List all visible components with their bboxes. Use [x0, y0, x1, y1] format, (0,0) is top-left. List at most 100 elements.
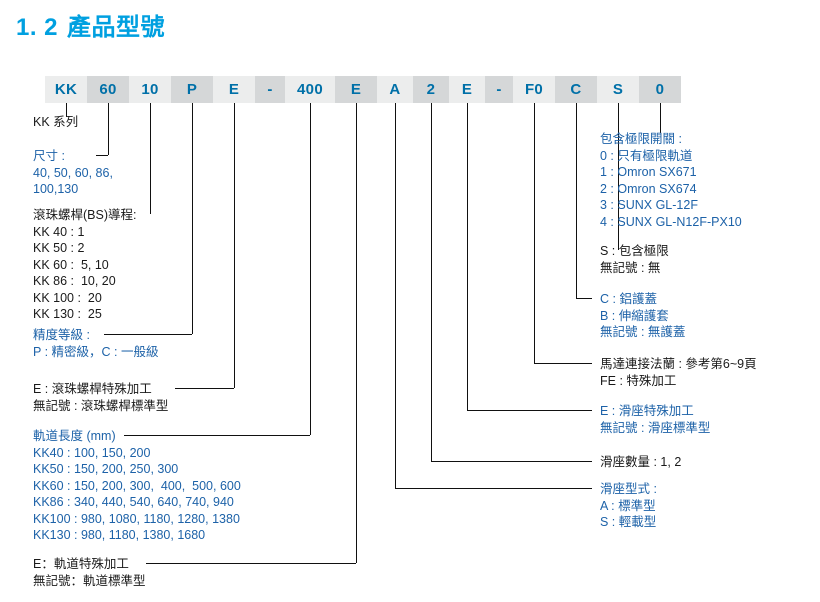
note-line: B : 伸縮護套: [600, 308, 669, 323]
note-limit-included: S : 包含極限無記號 : 無: [600, 243, 669, 276]
note-line: E：軌道特殊加工: [33, 557, 129, 571]
code-cell-15: 0: [639, 76, 681, 103]
note-line: KK100 : 980, 1080, 1180, 1280, 1380: [33, 511, 240, 526]
note-line: 100,130: [33, 182, 79, 196]
note-line: KK86 : 340, 440, 540, 640, 740, 940: [33, 495, 234, 509]
code-cell-4: E: [213, 76, 255, 103]
code-cell-2: 10: [129, 76, 171, 103]
leader-limit-switch: [660, 103, 661, 133]
note-line: KK 130 : 25: [33, 307, 102, 321]
note-slide-type: 滑座型式 : A : 標準型 S : 輕載型: [600, 481, 657, 531]
note-line: KK 40 : 1: [33, 224, 85, 239]
leader-slide-type-h: [395, 488, 592, 489]
note-precision-grade: 精度等級 : P : 精密級，C : 一般級: [33, 327, 158, 360]
leader-limit-included-v: [618, 103, 619, 250]
leader-precision-h: [104, 334, 192, 335]
note-line: 滑座型式 :: [600, 482, 657, 496]
code-cell-11: -: [485, 76, 513, 103]
note-ballscrew-lead: 滾珠螺桿(BS)導程: KK 40 : 1 KK 50 : 2 KK 60 : 5, …: [33, 207, 136, 323]
note-line: 無記號 : 無: [600, 260, 661, 275]
leader-cover-h: [576, 298, 592, 299]
leader-rail-length-h: [124, 435, 310, 436]
note-line: S : 輕載型: [600, 515, 657, 529]
note-line: 尺寸 :: [33, 149, 65, 163]
leader-rail-machining-v: [356, 103, 357, 563]
note-line: E : 滑座特殊加工: [600, 404, 694, 418]
note-line: KK40 : 100, 150, 200: [33, 445, 151, 460]
note-line: KK60 : 150, 200, 300, 400, 500, 600: [33, 478, 241, 493]
leader-slide-qty-v: [431, 103, 432, 461]
note-line: 馬達連接法蘭 : 參考第6~9頁: [600, 357, 757, 371]
note-line: KK 50 : 2: [33, 241, 85, 255]
code-cell-13: C: [555, 76, 597, 103]
code-cell-12: F0: [513, 76, 555, 103]
note-line: 無記號：軌道標準型: [33, 573, 146, 588]
note-line: 40, 50, 60, 86,: [33, 165, 113, 180]
leader-series: [66, 103, 67, 117]
code-cell-9: 2: [413, 76, 449, 103]
note-line: 包含極限開關 :: [600, 132, 682, 146]
note-line: E : 滾珠螺桿特殊加工: [33, 382, 152, 396]
page-title-number: 1. 2: [16, 14, 59, 41]
code-cell-14: S: [597, 76, 639, 103]
note-line: 3 : SUNX GL-12F: [600, 198, 698, 212]
note-line: KK50 : 150, 200, 250, 300: [33, 462, 179, 476]
note-line: 無記號 : 滾珠螺桿標準型: [33, 398, 169, 413]
note-ballscrew-machining: E : 滾珠螺桿特殊加工無記號 : 滾珠螺桿標準型: [33, 381, 168, 414]
leader-rail-machining-h: [146, 563, 356, 564]
code-cell-3: P: [171, 76, 213, 103]
note-line: 軌道長度 (mm): [33, 429, 116, 443]
note-line: KK 100 : 20: [33, 290, 102, 305]
code-cell-0: KK: [45, 76, 87, 103]
note-line: 0 : 只有極限軌道: [600, 148, 693, 163]
note-line: KK 系列: [33, 115, 79, 129]
leader-slide-machining-v: [467, 103, 468, 410]
leader-motor-flange-v: [534, 103, 535, 363]
code-cell-7: E: [335, 76, 377, 103]
note-rail-machining: E：軌道特殊加工無記號：軌道標準型: [33, 556, 146, 589]
note-line: KK130 : 980, 1180, 1380, 1680: [33, 528, 206, 542]
code-cell-1: 60: [87, 76, 129, 103]
note-series: KK 系列: [33, 114, 78, 131]
code-cell-6: 400: [285, 76, 335, 103]
note-line: 無記號 : 無護蓋: [600, 325, 686, 339]
note-motor-flange: 馬達連接法蘭 : 參考第6~9頁 FE : 特殊加工: [600, 356, 757, 389]
note-limit-switch: 包含極限開關 : 0 : 只有極限軌道 1 : Omron SX671 2 : Omr…: [600, 131, 742, 230]
note-size: 尺寸 : 40, 50, 60, 86, 100,130: [33, 148, 113, 198]
leader-precision-v: [192, 103, 193, 334]
note-slide-machining: E : 滑座特殊加工無記號 : 滑座標準型: [600, 403, 710, 436]
page-title-text: 產品型號: [67, 14, 166, 41]
note-line: KK 60 : 5, 10: [33, 257, 109, 272]
note-line: FE : 特殊加工: [600, 373, 677, 388]
note-line: C : 鋁護蓋: [600, 292, 657, 306]
page-title: 1. 2 產品型號: [16, 7, 165, 42]
leader-slide-machining-h: [467, 410, 592, 411]
note-line: 精度等級 :: [33, 328, 90, 342]
leader-cover-v: [576, 103, 577, 298]
leader-bs-machining-v: [234, 103, 235, 388]
code-cell-8: A: [377, 76, 413, 103]
leader-rail-length-v: [310, 103, 311, 435]
note-line: 滑座數量 : 1, 2: [600, 455, 682, 469]
leader-size-h: [96, 155, 108, 156]
note-cover: C : 鋁護蓋 B : 伸縮護套無記號 : 無護蓋: [600, 291, 685, 341]
note-line: A : 標準型: [600, 498, 656, 513]
code-cell-10: E: [449, 76, 485, 103]
leader-slide-qty-h: [431, 461, 592, 462]
leader-lead-v: [150, 103, 151, 214]
note-line: 滾珠螺桿(BS)導程:: [33, 208, 137, 222]
note-line: 無記號 : 滑座標準型: [600, 420, 711, 435]
note-line: 4 : SUNX GL-N12F-PX10: [600, 214, 742, 229]
note-line: 2 : Omron SX674: [600, 181, 697, 196]
note-line: 1 : Omron SX671: [600, 165, 697, 179]
leader-bs-machining-h: [175, 388, 234, 389]
note-line: P : 精密級，C : 一般級: [33, 344, 159, 359]
leader-size-v: [108, 103, 109, 155]
code-cell-5: -: [255, 76, 285, 103]
note-line: KK 86 : 10, 20: [33, 274, 116, 288]
leader-motor-flange-h: [534, 363, 592, 364]
note-line: S : 包含極限: [600, 244, 669, 258]
